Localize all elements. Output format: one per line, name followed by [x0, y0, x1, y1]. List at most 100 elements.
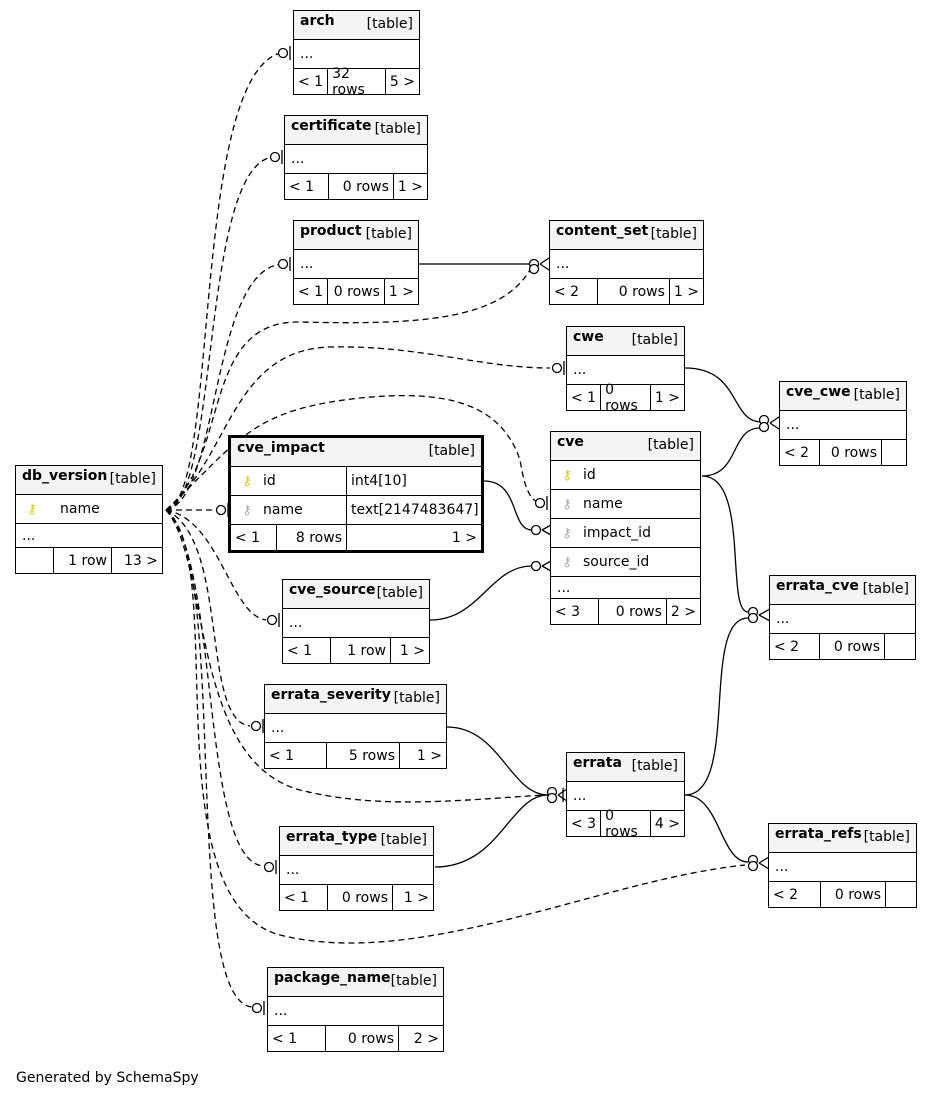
ellipsis-row: ...	[283, 609, 429, 638]
children-link[interactable]: 2 >	[413, 1030, 439, 1047]
table-header: content_set[table]	[550, 221, 703, 250]
parents-link[interactable]: < 1	[294, 279, 329, 304]
children-link[interactable]: 1 >	[403, 889, 429, 906]
table-header: package_name[table]	[268, 968, 443, 997]
children-link[interactable]: 1 >	[416, 747, 442, 764]
children-link[interactable]: 2 >	[670, 603, 696, 620]
parents-link[interactable]: < 3	[551, 599, 599, 624]
parents-link[interactable]: < 2	[550, 279, 598, 304]
table-name: certificate	[291, 118, 372, 134]
ellipsis-row: ...	[567, 356, 684, 385]
ellipsis-row: ...	[770, 605, 915, 634]
row-count: 0 rows	[821, 882, 886, 907]
parents-link[interactable]: < 1	[265, 743, 327, 768]
column-name: impact_id	[583, 525, 651, 541]
children-link[interactable]: 1 >	[451, 529, 477, 546]
link-db_version-package_name	[165, 509, 253, 1008]
table-kind: [table]	[380, 832, 427, 848]
column-type: text[2147483647]	[351, 502, 479, 518]
column-name: name	[60, 501, 100, 517]
column-name: id	[263, 473, 276, 489]
index-key-icon: ⚷	[242, 502, 252, 518]
ellipsis-row: ...	[294, 250, 418, 279]
ellipsis-row: ...	[268, 997, 443, 1026]
column-row-impact_id[interactable]: ⚷ impact_id	[551, 519, 700, 548]
index-key-icon: ⚷	[562, 496, 572, 512]
table-header: cve_source[table]	[283, 580, 429, 609]
link-db_version-content_set	[165, 269, 531, 511]
parents-link[interactable]: < 1	[268, 1026, 326, 1051]
link-cwe-cve_cwe	[684, 367, 761, 423]
column-name: name	[263, 502, 303, 518]
link-db_version-errata_refs	[165, 509, 746, 944]
children-link[interactable]: 1 >	[388, 283, 414, 300]
column-row-id[interactable]: ⚷id	[551, 461, 700, 490]
parents-link[interactable]: < 1	[283, 638, 331, 663]
ellipsis-row: ...	[285, 145, 427, 174]
column-row-source_id[interactable]: ⚷source_id	[551, 548, 700, 577]
primary-key-icon: ⚷	[27, 501, 37, 517]
children-link[interactable]: 5 >	[389, 73, 415, 90]
children-link[interactable]	[882, 440, 906, 465]
parents-link[interactable]: < 1	[567, 385, 602, 410]
table-kind: [table]	[862, 581, 909, 597]
row-count: 32 rows	[328, 66, 386, 98]
parents-link[interactable]: < 1	[231, 525, 277, 550]
parents-link[interactable]: < 1	[285, 174, 329, 199]
table-kind: [table]	[647, 437, 694, 453]
children-link[interactable]: 1 >	[399, 642, 425, 659]
children-link[interactable]: 1 >	[654, 389, 680, 406]
link-db_version-errata_severity	[165, 509, 251, 727]
link-db_version-cve_source	[165, 509, 267, 621]
parents-link[interactable]	[16, 548, 54, 573]
parents-link[interactable]: < 3	[567, 811, 602, 836]
table-name: errata_severity	[271, 687, 391, 703]
table-cve[interactable]: cve[table] ⚷id ⚷name ⚷impact_id ⚷source_…	[550, 431, 701, 625]
table-kind: [table]	[853, 387, 900, 403]
table-header: arch[table]	[294, 11, 419, 40]
row-count: 0 rows	[820, 634, 885, 659]
children-link[interactable]	[885, 634, 915, 659]
column-row-name[interactable]: ⚷ name	[16, 495, 162, 524]
table-header: errata_refs[table]	[769, 824, 916, 853]
children-link[interactable]: 4 >	[654, 815, 680, 832]
table-name: package_name	[274, 970, 391, 986]
children-link[interactable]: 13 >	[124, 552, 158, 569]
index-key-icon: ⚷	[562, 525, 572, 541]
parents-link[interactable]: < 2	[769, 882, 821, 907]
table-name: cve_impact	[237, 440, 325, 456]
parents-link[interactable]: < 2	[770, 634, 820, 659]
parents-link[interactable]: < 1	[294, 69, 329, 94]
row-count: 0 rows	[601, 808, 651, 840]
column-name: id	[583, 467, 596, 483]
children-link[interactable]: 1 >	[673, 283, 699, 300]
table-name: errata_type	[286, 829, 378, 845]
link-cve-errata_cve	[701, 475, 749, 613]
column-row-name[interactable]: ⚷ name text[2147483647]	[231, 496, 481, 525]
children-link[interactable]: 1 >	[397, 178, 423, 195]
parents-link[interactable]: < 1	[280, 885, 328, 910]
column-row-name[interactable]: ⚷name	[551, 490, 700, 519]
children-link[interactable]	[886, 882, 916, 907]
parents-link[interactable]: < 2	[780, 440, 820, 465]
table-name: cve_cwe	[786, 384, 851, 400]
